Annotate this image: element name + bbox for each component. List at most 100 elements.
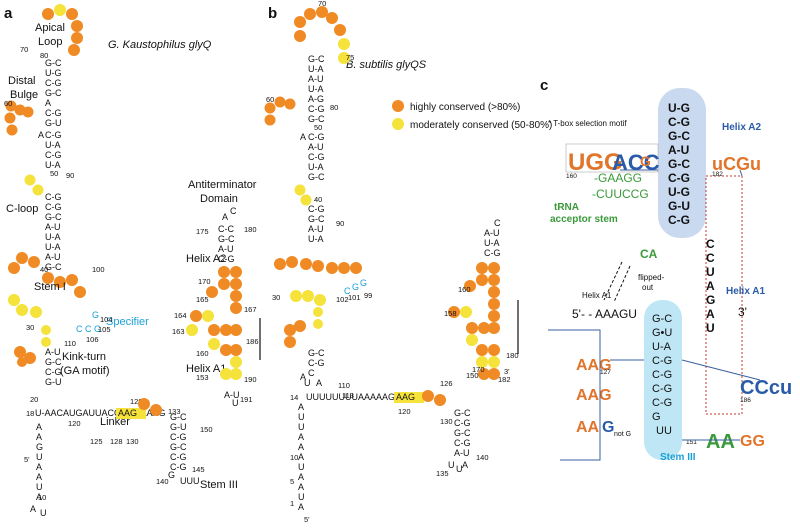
helix-a1-dashed-box xyxy=(705,175,743,415)
svg-text:U-G: U-G xyxy=(668,101,690,115)
svg-text:U-A: U-A xyxy=(308,234,324,244)
panel-b-stem-i-circles xyxy=(274,256,362,348)
svg-text:20: 20 xyxy=(30,395,38,404)
panel-b-linker-seq: UUUUUUUUAAAAAGA xyxy=(306,392,401,402)
antiterminator-circles-a xyxy=(138,266,242,416)
svg-text:U-A: U-A xyxy=(45,140,61,150)
logo-numbers: 160 182 127 186 151 xyxy=(566,171,751,446)
svg-text:151: 151 xyxy=(686,439,697,446)
svg-text:G-C: G-C xyxy=(218,234,235,244)
svg-text:U: U xyxy=(456,464,463,474)
svg-text:G-U: G-U xyxy=(45,118,62,128)
svg-text:U-A: U-A xyxy=(45,242,61,252)
svg-text:C-G: C-G xyxy=(652,369,672,381)
svg-text:10: 10 xyxy=(38,493,46,502)
svg-text:10: 10 xyxy=(290,453,298,462)
svg-text:18: 18 xyxy=(26,409,34,418)
svg-text:90: 90 xyxy=(66,171,74,180)
svg-text:CCcu: CCcu xyxy=(740,377,792,399)
svg-text:C-G: C-G xyxy=(484,248,501,258)
svg-text:130: 130 xyxy=(440,417,453,426)
svg-text:ACC: ACC xyxy=(612,150,660,175)
svg-text:A: A xyxy=(298,472,304,482)
panel-c-lines xyxy=(548,169,761,461)
specifier-label: Specifier xyxy=(106,316,149,328)
svg-text:C: C xyxy=(230,206,237,216)
helix-a1-seq: CCU AGA U xyxy=(706,237,715,335)
logo-top: UGG ACC G xyxy=(565,143,660,176)
svg-text:U: U xyxy=(232,398,239,408)
svg-text:G: G xyxy=(352,282,359,292)
svg-text:A-U: A-U xyxy=(668,143,689,157)
svg-text:30: 30 xyxy=(26,323,34,332)
svg-text:180: 180 xyxy=(506,351,519,360)
c-loop-label: C-loop xyxy=(6,203,38,215)
svg-text:AA: AA xyxy=(576,419,600,436)
svg-text:5: 5 xyxy=(290,477,294,486)
svg-text:129: 129 xyxy=(130,397,143,406)
svg-text:U: U xyxy=(448,460,455,470)
svg-text:106: 106 xyxy=(86,335,99,344)
panel-label-c: c xyxy=(540,77,548,94)
svg-text:C-G: C-G xyxy=(308,132,325,142)
svg-text:120: 120 xyxy=(398,407,411,416)
svg-text:120: 120 xyxy=(68,419,81,428)
svg-text:U: U xyxy=(298,412,305,422)
svg-text:C-G: C-G xyxy=(45,202,62,212)
helix-a1-label-a: Helix A1 xyxy=(186,363,226,375)
svg-text:U: U xyxy=(36,482,43,492)
svg-text:125: 125 xyxy=(90,437,103,446)
svg-text:U: U xyxy=(706,321,715,335)
svg-text:UU: UU xyxy=(656,425,672,437)
panel-b-linker-aag: AAG xyxy=(396,392,415,402)
bulge-label: Bulge xyxy=(10,89,38,101)
strand-3prime: 3' xyxy=(738,305,747,319)
svg-text:A: A xyxy=(300,132,306,142)
svg-text:90: 90 xyxy=(336,219,344,228)
svg-text:A-U: A-U xyxy=(45,347,61,357)
stem-i-label: Stem I xyxy=(34,281,66,293)
svg-text:C-G: C-G xyxy=(652,355,672,367)
svg-text:A-U: A-U xyxy=(218,244,234,254)
svg-text:153: 153 xyxy=(196,373,209,382)
helix-a2-shade xyxy=(658,88,706,238)
trna-label: tRNA xyxy=(554,202,579,213)
svg-text:AAG: AAG xyxy=(576,387,612,404)
svg-text:128: 128 xyxy=(110,437,123,446)
svg-text:C-C: C-C xyxy=(218,224,234,234)
svg-text:50: 50 xyxy=(314,123,322,132)
svg-text:C-G: C-G xyxy=(45,150,62,160)
svg-text:C-G: C-G xyxy=(652,397,672,409)
c-loop-circles xyxy=(24,174,44,196)
svg-text:A: A xyxy=(222,212,228,222)
svg-text:145: 145 xyxy=(192,465,205,474)
svg-text:U: U xyxy=(36,452,43,462)
stem-iii-label-a: Stem III xyxy=(200,479,238,491)
trna-seq-1: -GAAGG xyxy=(594,171,642,185)
svg-text:80: 80 xyxy=(330,103,338,112)
panel-b-title: B. subtilis glyQS xyxy=(346,59,427,71)
legend-highly-text: highly conserved (>80%) xyxy=(410,102,520,113)
svg-text:158: 158 xyxy=(444,309,457,318)
svg-text:AAG: AAG xyxy=(576,357,612,374)
svg-text:G-C: G-C xyxy=(308,114,325,124)
out-label: out xyxy=(642,283,654,292)
distal-bulge-circles xyxy=(4,100,34,136)
svg-text:160: 160 xyxy=(196,349,209,358)
svg-text:C-G: C-G xyxy=(668,171,690,185)
svg-text:101: 101 xyxy=(348,293,361,302)
svg-text:A: A xyxy=(36,492,42,502)
svg-text:C: C xyxy=(706,251,715,265)
svg-text:140: 140 xyxy=(476,453,489,462)
antiterminator-label: Antiterminator xyxy=(188,179,257,191)
svg-text:U-A: U-A xyxy=(45,232,61,242)
svg-text:60: 60 xyxy=(4,99,12,108)
svg-text:A: A xyxy=(300,372,306,382)
svg-text:A: A xyxy=(36,472,42,482)
svg-text:5': 5' xyxy=(24,455,30,464)
helix-a1-small-label: Helix A1 xyxy=(582,291,612,300)
svg-text:A: A xyxy=(45,98,51,108)
